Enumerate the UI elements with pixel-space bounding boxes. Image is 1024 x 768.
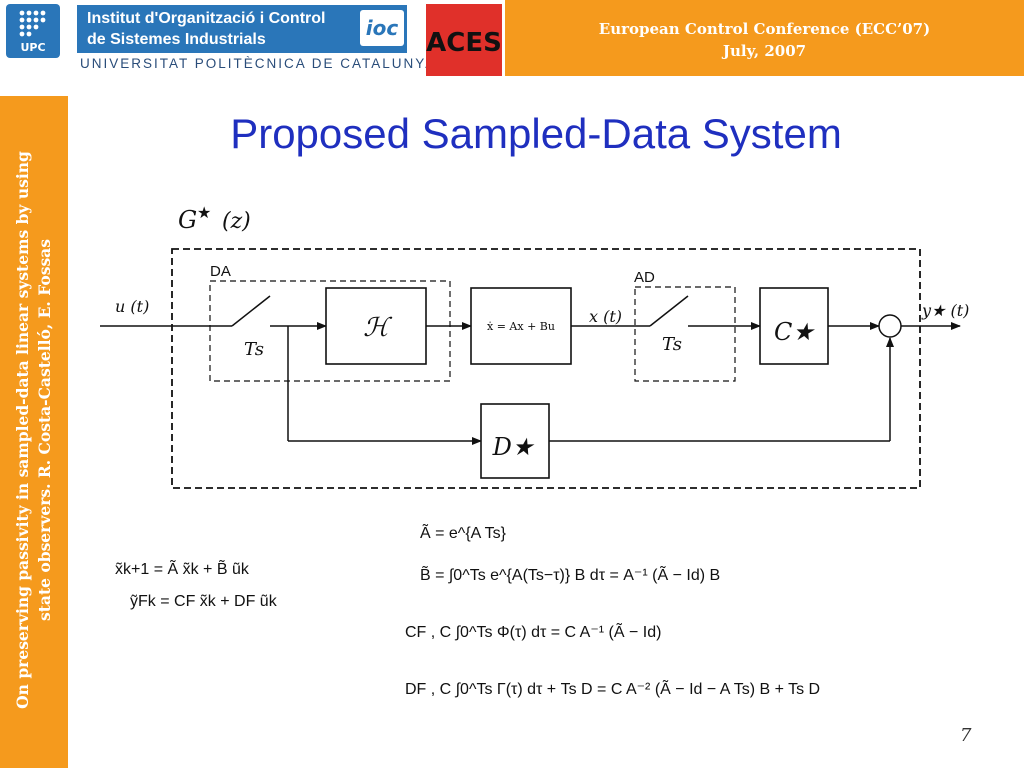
institute-name: Institut d'Organització i Control de Sis… — [87, 8, 325, 50]
page-number: 7 — [960, 725, 972, 746]
system-label-arg: (z) — [222, 209, 251, 234]
aces-logo — [426, 4, 502, 76]
sidebar — [0, 96, 68, 768]
sampler1-switch — [231, 295, 271, 327]
c-block — [759, 287, 829, 365]
upc-logo-label: UPC — [20, 41, 46, 54]
output-label: y★ (t) — [921, 301, 969, 320]
institute-banner — [77, 5, 407, 53]
ad-label: AD — [634, 269, 655, 286]
hold-block — [325, 287, 427, 365]
state-label: x (t) — [589, 307, 622, 326]
slide-title: Proposed Sampled-Data System — [230, 110, 842, 157]
system-label-g: G — [178, 206, 197, 234]
equation-a-tilde: Ã = e^{A Ts} — [420, 525, 506, 542]
equation-b-tilde: B̃ = ∫0^Ts e^{A(Ts−τ)} B dτ = A⁻¹ (Ã − I… — [420, 567, 721, 584]
system-label-star: ★ — [197, 203, 211, 222]
d-block — [480, 403, 550, 479]
conference-date: July, 2007 — [722, 42, 807, 60]
c-block-label: C★ — [774, 318, 815, 346]
aces-logo-label: ACES — [426, 28, 502, 58]
sampler2-switch — [649, 295, 689, 327]
equation-df: DF , C ∫0^Ts Γ(τ) dτ + Ts D = C A⁻² (Ã −… — [405, 681, 821, 698]
d-block-label: D★ — [492, 433, 535, 461]
equation-output: ỹFk = CF x̃k + DF ũk — [130, 593, 277, 610]
input-label: u (t) — [115, 297, 149, 316]
university-name: UNIVERSITAT POLITÈCNICA DE CATALUNYA — [80, 56, 437, 71]
upc-logo: UPC — [6, 4, 60, 58]
system-frame — [171, 248, 921, 489]
sampler2-label: Ts — [662, 334, 682, 355]
sum-junction — [878, 314, 902, 338]
conference-title: European Control Conference (ECC’07) — [598, 20, 931, 38]
equation-cf: CF , C ∫0^Ts Φ(τ) dτ = C A⁻¹ (Ã − Id) — [405, 624, 662, 641]
upc-dots-icon — [19, 10, 46, 37]
sampler1-label: Ts — [244, 339, 264, 360]
plant-equation: ẋ = Ax + Bu — [487, 320, 555, 333]
conference-banner — [505, 0, 1024, 76]
institute-line-2: de Sistemes Industrials — [87, 31, 266, 48]
ad-frame — [634, 286, 736, 382]
institute-line-1: Institut d'Organització i Control — [87, 10, 326, 27]
da-frame — [209, 280, 451, 382]
equation-state-update: x̃k+1 = Ã x̃k + B̃ ũk — [115, 561, 249, 578]
da-label: DA — [210, 263, 231, 280]
ioc-logo: ioc — [360, 10, 404, 46]
hold-label: ℋ — [363, 313, 393, 343]
